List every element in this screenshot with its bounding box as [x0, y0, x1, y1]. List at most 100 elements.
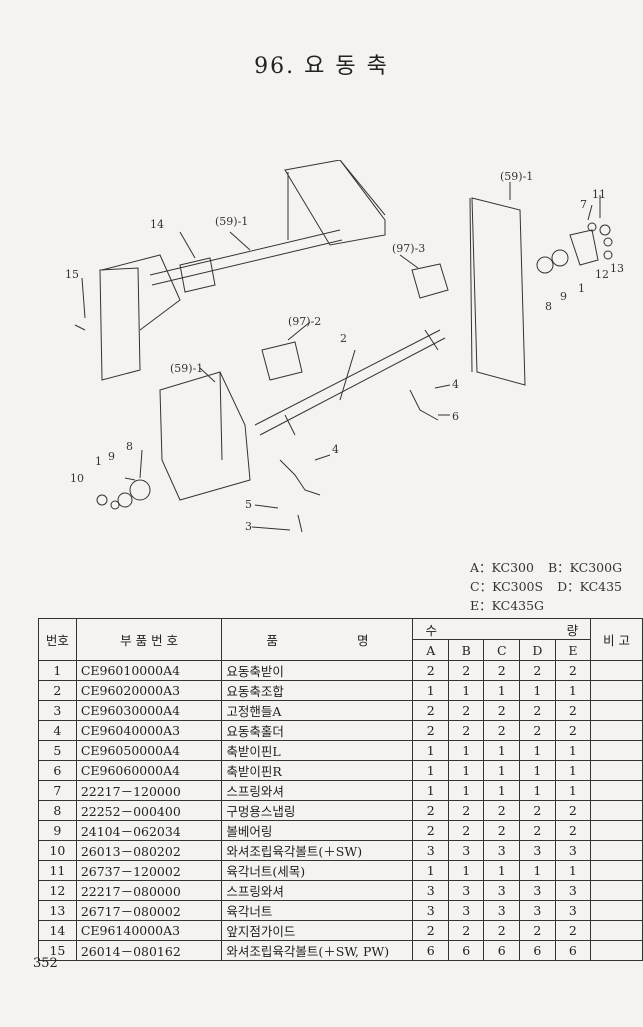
callout-3: 3	[245, 520, 252, 533]
qty-cell: 3	[554, 880, 592, 901]
row-number: 13	[38, 900, 77, 921]
remark-cell	[590, 840, 643, 861]
row-number: 9	[38, 820, 77, 841]
callout-2: 2	[340, 332, 347, 345]
row-number: 15	[38, 940, 77, 961]
qty-cell: 3	[483, 840, 521, 861]
row-number: 14	[38, 920, 77, 941]
qty-cell: 1	[483, 680, 521, 701]
qty-cell: 2	[447, 800, 485, 821]
qty-cell: 3	[519, 900, 556, 921]
qty-cell: 3	[447, 900, 485, 921]
callout-1: 1	[578, 282, 585, 295]
qty-cell: 1	[554, 760, 592, 781]
remark-cell	[590, 720, 643, 741]
remark-cell	[590, 820, 643, 841]
callout-97-3: (97)-3	[392, 242, 425, 255]
header-no: 번호	[38, 618, 77, 661]
qty-cell: 2	[519, 660, 556, 681]
row-number: 12	[38, 880, 77, 901]
row-number: 8	[38, 800, 77, 821]
qty-cell: 6	[483, 940, 521, 961]
row-number: 3	[38, 700, 77, 721]
remark-cell	[590, 780, 643, 801]
header-model-c: C	[483, 639, 521, 661]
qty-cell: 2	[447, 660, 485, 681]
callout-15: 15	[65, 268, 79, 281]
legend-c: C：KC300S	[470, 579, 544, 594]
qty-cell: 1	[412, 760, 449, 781]
part-number: 26013－080202	[75, 840, 223, 861]
header-model-e: E	[554, 639, 592, 661]
part-name: 스프링와셔	[221, 780, 414, 801]
qty-cell: 2	[412, 700, 449, 721]
qty-cell: 3	[483, 900, 521, 921]
qty-cell: 2	[554, 920, 592, 941]
qty-cell: 2	[483, 820, 521, 841]
part-name: 고정핸들A	[221, 700, 414, 721]
remark-cell	[590, 900, 643, 921]
qty-cell: 1	[412, 680, 449, 701]
callout-59-1-left: (59)-1	[215, 215, 248, 228]
part-number: 26717－080002	[75, 900, 223, 921]
qty-cell: 3	[412, 900, 449, 921]
qty-cell: 1	[554, 740, 592, 761]
qty-cell: 2	[554, 720, 592, 741]
qty-cell: 2	[447, 820, 485, 841]
qty-cell: 2	[554, 820, 592, 841]
qty-cell: 1	[447, 680, 485, 701]
qty-cell: 3	[412, 880, 449, 901]
callout-11: 11	[592, 188, 606, 201]
qty-cell: 2	[554, 660, 592, 681]
callout-12: 12	[595, 268, 609, 281]
page-number: 352	[33, 956, 58, 971]
qty-cell: 1	[483, 740, 521, 761]
row-number: 1	[38, 660, 77, 681]
qty-cell: 1	[412, 860, 449, 881]
remark-cell	[590, 920, 643, 941]
part-name: 요동축홀더	[221, 720, 414, 741]
qty-cell: 1	[554, 860, 592, 881]
remark-cell	[590, 680, 643, 701]
callout-4-lower: 4	[332, 443, 339, 456]
qty-cell: 1	[447, 760, 485, 781]
part-number: 26014－080162	[75, 940, 223, 961]
callout-5: 5	[245, 498, 252, 511]
part-number: 24104－062034	[75, 820, 223, 841]
part-number: CE96040000A3	[75, 720, 223, 741]
part-number: 22217－080000	[75, 880, 223, 901]
part-name: 축받이핀R	[221, 760, 414, 781]
part-number: CE96030000A4	[75, 700, 223, 721]
qty-cell: 6	[412, 940, 449, 961]
qty-cell: 3	[519, 880, 556, 901]
qty-cell: 2	[483, 700, 521, 721]
qty-cell: 1	[519, 860, 556, 881]
row-number: 5	[38, 740, 77, 761]
part-number: CE96060000A4	[75, 760, 223, 781]
callout-6: 6	[452, 410, 459, 423]
legend-b: B：KC300G	[547, 560, 623, 575]
callout-97-2: (97)-2	[288, 315, 321, 328]
header-remark: 비 고	[590, 618, 643, 661]
qty-cell: 1	[483, 780, 521, 801]
callout-1-lower: 1	[95, 455, 102, 468]
qty-cell: 1	[554, 680, 592, 701]
qty-cell: 2	[519, 700, 556, 721]
callout-14: 14	[150, 218, 164, 231]
callout-4-right: 4	[452, 378, 459, 391]
qty-cell: 2	[412, 720, 449, 741]
qty-cell: 6	[519, 940, 556, 961]
